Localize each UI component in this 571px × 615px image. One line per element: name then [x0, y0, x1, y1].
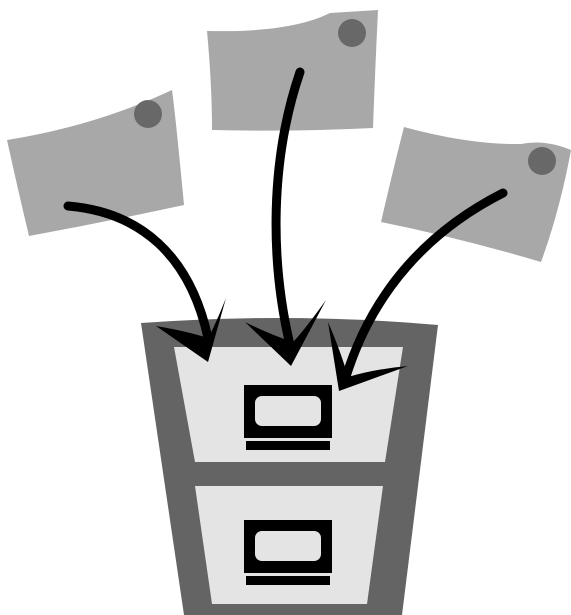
- drawer-handle-icon: [244, 385, 332, 450]
- handle-window: [255, 396, 321, 426]
- curved-arrow-icon: [63, 201, 213, 343]
- paper-note-right-sheet: [381, 127, 571, 262]
- paper-note-right: [381, 127, 571, 262]
- arrow-left: [63, 201, 226, 362]
- pin-icon: [338, 19, 366, 47]
- handle-label-bar: [246, 441, 330, 450]
- curved-arrow-icon: [271, 67, 305, 350]
- paper-note-left: [7, 90, 184, 236]
- arrow-right: [328, 188, 508, 391]
- paper-note-left-sheet: [7, 90, 184, 236]
- paper-note-center: [207, 10, 378, 131]
- paper-note-center-sheet: [207, 10, 378, 131]
- arrow-center: [245, 67, 326, 366]
- pin-icon: [134, 100, 162, 128]
- pin-icon: [528, 147, 556, 175]
- handle-window: [255, 531, 321, 561]
- arrowhead: [328, 322, 408, 391]
- arrowhead: [245, 300, 326, 366]
- filing-cabinet-icon: [141, 317, 438, 615]
- curved-arrow-icon: [340, 188, 508, 385]
- drawer-handle-icon: [244, 520, 332, 585]
- arrowhead: [156, 298, 226, 362]
- handle-label-bar: [246, 576, 330, 585]
